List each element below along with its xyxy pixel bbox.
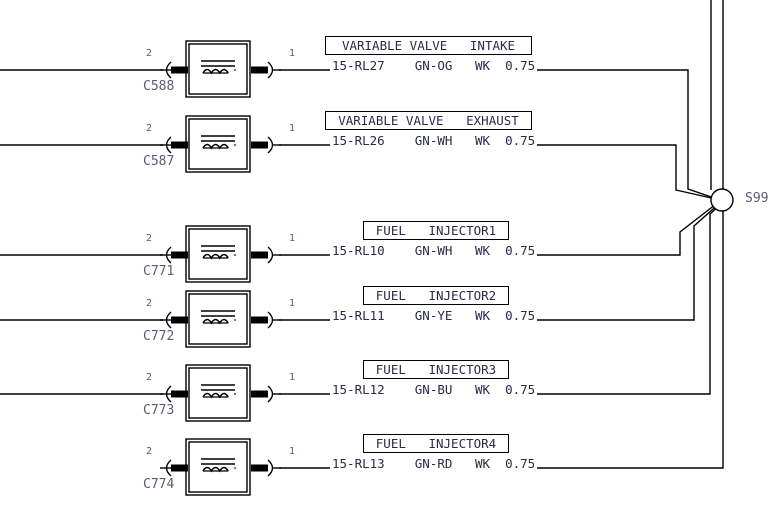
pin-number-right-c772: 1 (289, 298, 296, 309)
wire-designation-c773: 15-RL12 GN-BU WK 0.75 (330, 382, 538, 397)
connector-id-c773: C773 (143, 403, 175, 418)
wire-segment-c587-right (279, 144, 721, 201)
wire-designation-c774: 15-RL13 GN-RD WK 0.75 (330, 456, 538, 471)
actuator-symbol-c774[interactable] (185, 438, 251, 496)
pin-number-left-c774: 2 (146, 446, 153, 457)
connector-terminal-left-c588[interactable] (160, 61, 188, 83)
actuator-symbol-c772[interactable] (185, 290, 251, 348)
description-box-c772: FUEL INJECTOR2 (363, 286, 509, 305)
pin-number-right-c773: 1 (289, 372, 296, 383)
pin-number-right-c588: 1 (289, 48, 296, 59)
connector-terminal-right-c773[interactable] (251, 385, 281, 407)
connector-terminal-right-c774[interactable] (251, 459, 281, 481)
connector-id-c772: C772 (143, 329, 175, 344)
wire-designation-c772: 15-RL11 GN-YE WK 0.75 (330, 308, 538, 323)
description-box-c588: VARIABLE VALVE INTAKE (325, 36, 532, 55)
connector-terminal-right-c588[interactable] (251, 61, 281, 83)
actuator-symbol-c588[interactable] (185, 40, 251, 98)
pin-number-left-c772: 2 (146, 298, 153, 309)
pin-number-left-c587: 2 (146, 123, 153, 134)
connector-terminal-left-c772[interactable] (160, 311, 188, 333)
pin-number-right-c587: 1 (289, 123, 296, 134)
connector-terminal-right-c772[interactable] (251, 311, 281, 333)
pin-number-left-c773: 2 (146, 372, 153, 383)
description-box-c587: VARIABLE VALVE EXHAUST (325, 111, 532, 130)
actuator-symbol-c771[interactable] (185, 225, 251, 283)
description-box-c771: FUEL INJECTOR1 (363, 221, 509, 240)
pin-number-right-c771: 1 (289, 233, 296, 244)
description-box-c773: FUEL INJECTOR3 (363, 360, 509, 379)
splice-label-s99: S99 (745, 191, 769, 206)
connector-id-c774: C774 (143, 477, 175, 492)
connector-terminal-right-c587[interactable] (251, 136, 281, 158)
actuator-symbol-c773[interactable] (185, 364, 251, 422)
connector-terminal-left-c774[interactable] (160, 459, 188, 481)
actuator-symbol-c587[interactable] (185, 115, 251, 173)
wire-designation-c587: 15-RL26 GN-WH WK 0.75 (330, 133, 538, 148)
connector-terminal-left-c587[interactable] (160, 136, 188, 158)
connector-id-c588: C588 (143, 79, 175, 94)
connector-terminal-left-c773[interactable] (160, 385, 188, 407)
wire-designation-c588: 15-RL27 GN-OG WK 0.75 (330, 58, 538, 73)
connector-terminal-right-c771[interactable] (251, 246, 281, 268)
connector-id-c771: C771 (143, 264, 175, 279)
splice-node-s99 (710, 188, 734, 212)
pin-number-right-c774: 1 (289, 446, 296, 457)
wire-designation-c771: 15-RL10 GN-WH WK 0.75 (330, 243, 538, 258)
connector-terminal-left-c771[interactable] (160, 246, 188, 268)
pin-number-left-c588: 2 (146, 48, 153, 59)
description-box-c774: FUEL INJECTOR4 (363, 434, 509, 453)
pin-number-left-c771: 2 (146, 233, 153, 244)
connector-id-c587: C587 (143, 154, 175, 169)
